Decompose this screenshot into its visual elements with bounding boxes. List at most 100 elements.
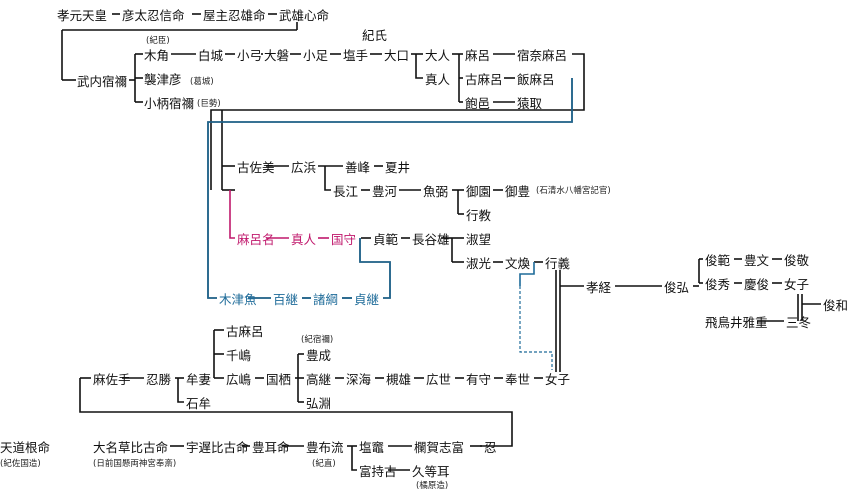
person-morotsuna: 諸綱 (313, 292, 339, 307)
person-yukiyoshi: 行義 (545, 256, 571, 271)
person-tsukio: 槻雄 (386, 372, 412, 387)
person-kunimori: 国守 (331, 232, 357, 247)
person-kumimi: 久等耳 (412, 464, 450, 479)
note-kakihara: (橘原造) (416, 481, 449, 491)
note-kisukune: (紀宿禰) (301, 335, 334, 345)
person-asamaro_a: 麻呂 (465, 48, 491, 63)
person-kosami: 古佐美 (237, 160, 275, 175)
person-takenouchi: 武内宿禰 (77, 74, 128, 89)
person-kogen: 孝元天皇 (57, 8, 108, 23)
person-maroma: 麻呂名 (237, 232, 275, 247)
connector-line-100 (207, 78, 573, 299)
note-kiomi: (紀臣) (146, 36, 170, 46)
person-toshinori: 俊範 (705, 253, 731, 268)
person-komaro: 古麻呂 (465, 72, 503, 87)
person-momotsugu: 百継 (273, 292, 299, 307)
person-asukai: 飛鳥井雅重 (705, 315, 768, 330)
person-hasao: 長谷雄 (412, 232, 450, 247)
person-toyofuru: 豊布流 (306, 440, 344, 455)
person-toyonari: 豊成 (306, 348, 332, 363)
person-hikofutoshi: 彦太忍信命 (122, 8, 185, 23)
person-shiraki: 白城 (198, 48, 224, 63)
person-oyumi: 小弓 (237, 48, 263, 63)
person-toshihiro: 俊弘 (664, 280, 690, 295)
person-kunimune: 国栖 (266, 372, 292, 387)
person-toyomimi: 豊耳命 (252, 440, 290, 455)
person-mahito_m: 真人 (291, 232, 317, 247)
person-toshihide: 俊秀 (705, 277, 731, 292)
person-shinobu: 忍 (484, 440, 497, 455)
person-kamotomi: 欄賀志富 (414, 440, 465, 455)
person-shiote: 塩手 (343, 48, 369, 63)
note-iwashimizu: (石清水八幡宮記官) (536, 186, 611, 196)
person-chihiro: 千嶋 (226, 348, 252, 363)
person-joshi_b: 女子 (545, 372, 571, 387)
person-hakushima: 広嶋 (226, 372, 252, 387)
person-oiwa: 大磐 (264, 48, 290, 63)
person-ishimu: 石牟 (186, 396, 212, 411)
person-sukuna: 宿奈麻呂 (517, 48, 568, 63)
person-natsui: 夏井 (385, 160, 411, 175)
person-fukami: 深海 (346, 372, 372, 387)
person-keishun: 慶俊 (744, 277, 770, 292)
person-oguchi: 大口 (384, 48, 410, 63)
person-yoshimochi: 淑望 (466, 232, 492, 247)
person-oshikatsu: 忍勝 (146, 372, 172, 387)
person-joshi_r: 女子 (784, 277, 810, 292)
person-tsuruhi: 飽邑 (465, 96, 491, 111)
person-sotsuhiko: 襲津彦 (144, 72, 182, 87)
note-kose: (巨勢) (197, 99, 221, 109)
person-saruhito: 猿取 (517, 96, 543, 111)
connector-line-28 (210, 53, 585, 190)
person-mahito_a: 真人 (425, 72, 451, 87)
connector-line-73 (79, 378, 513, 447)
person-nagae: 長江 (333, 184, 359, 199)
person-kitsuuo: 木津魚 (219, 292, 257, 307)
person-toyokawa: 豊河 (372, 184, 398, 199)
person-otari: 小足 (303, 48, 329, 63)
person-takeo: 武雄心命 (279, 8, 330, 23)
note-hinokuma: (日前国懸両神宮奉斎) (93, 459, 177, 469)
person-mitoyo: 御豊 (505, 184, 531, 199)
person-kotsune: 孝経 (586, 280, 612, 295)
person-toyofumi: 豊文 (744, 253, 770, 268)
connector-line-104 (359, 238, 391, 299)
person-iimaro: 飯麻呂 (517, 72, 555, 87)
connector-line-20 (415, 54, 423, 79)
connector-line-71 (359, 238, 391, 299)
person-arimori: 有守 (466, 372, 492, 387)
person-yoshimine: 善峰 (345, 160, 371, 175)
connector-line-105 (229, 190, 235, 239)
connector-line-35 (324, 166, 331, 191)
person-ujihiko: 宇遅比古命 (186, 440, 249, 455)
clan-label-ki: 紀氏 (362, 28, 388, 43)
person-sadanori: 貞範 (373, 232, 399, 247)
person-sadatsugu: 貞継 (354, 292, 380, 307)
person-ameno: 天道根命 (0, 440, 51, 455)
person-toshitaka: 俊敬 (784, 253, 810, 268)
connector-line-108 (519, 262, 535, 286)
person-toshikazu: 俊和 (823, 298, 849, 313)
person-kinotsuno: 木角 (144, 48, 170, 63)
person-takatsugu: 高継 (306, 372, 332, 387)
person-komaro_b: 古麻呂 (226, 324, 264, 339)
note-kinoatai: (紀直) (312, 459, 336, 469)
person-otondo: 大人 (425, 48, 451, 63)
person-hiroyo: 広世 (426, 372, 452, 387)
person-tomichi: 富持古 (359, 464, 397, 479)
person-hoseyo: 奉世 (505, 372, 531, 387)
person-hirohama: 広浜 (291, 160, 317, 175)
person-musashi: 牟妻 (186, 372, 212, 387)
person-onakusa: 大名草比古命 (93, 440, 169, 455)
person-santo: 三冬 (786, 315, 812, 330)
connector-line-109 (519, 286, 553, 370)
person-koufuchi: 弘淵 (306, 396, 332, 411)
person-yoshimitsu: 淑光 (466, 256, 492, 271)
person-uona: 魚弼 (423, 184, 449, 199)
connector-line-96 (351, 446, 357, 471)
person-misono: 御園 (466, 184, 492, 199)
note-kinokuni: (紀佐国造) (0, 459, 41, 469)
person-masate: 麻佐手 (93, 372, 131, 387)
